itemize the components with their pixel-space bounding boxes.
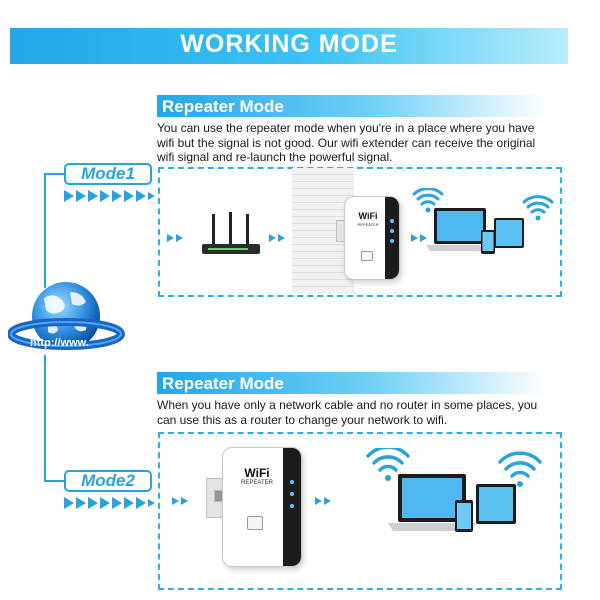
connector-line-mode1 bbox=[44, 173, 66, 288]
section2-banner bbox=[157, 372, 547, 394]
smartphone-icon bbox=[455, 500, 473, 532]
mode1-inner-arrows-c bbox=[411, 234, 427, 242]
globe-label: http://www. bbox=[30, 337, 89, 349]
wifi-signal-icon bbox=[412, 188, 444, 213]
wifi-signal-icon bbox=[522, 195, 554, 221]
section2-desc-line: When you have only a network cable and n… bbox=[157, 398, 538, 412]
mode1-label: Mode1 bbox=[64, 163, 152, 185]
smartphone-icon bbox=[481, 230, 495, 254]
wps-button bbox=[361, 251, 373, 261]
extender-brand: WiFi bbox=[244, 466, 270, 480]
section1-title: Repeater Mode bbox=[162, 97, 284, 116]
section2-title: Repeater Mode bbox=[162, 374, 284, 393]
extender-brand: WiFi bbox=[358, 211, 378, 221]
mode2-inner-arrows-b bbox=[315, 497, 331, 505]
section1-description: You can use the repeater mode when you'r… bbox=[157, 121, 562, 165]
extender-model: REPEATER bbox=[241, 480, 273, 486]
section1-desc-line: You can use the repeater mode when you'r… bbox=[157, 121, 535, 135]
extender-model: REPEATER bbox=[357, 222, 379, 227]
section1-desc-line: wifi signal and re-launch the powerful s… bbox=[157, 150, 393, 164]
section1-desc-line: wifi but the signal is not good. Our wif… bbox=[157, 135, 536, 150]
laptop-icon bbox=[426, 208, 494, 251]
connector-line-mode2 bbox=[44, 355, 66, 482]
devices-group-2 bbox=[366, 448, 542, 532]
tablet-icon bbox=[476, 484, 516, 524]
laptop-icon bbox=[388, 474, 476, 531]
wifi-signal-icon bbox=[498, 451, 542, 487]
wifi-signal-icon bbox=[366, 448, 410, 481]
page-title: WORKING MODE bbox=[180, 30, 398, 58]
section1-banner bbox=[157, 95, 547, 117]
wifi-extender-icon: WiFi REPEATER bbox=[344, 196, 400, 280]
mode1-diagram-box bbox=[158, 167, 562, 297]
devices-group-1 bbox=[412, 188, 554, 254]
mode1-inner-arrows-b bbox=[269, 234, 285, 242]
mode2-inner-arrows-a bbox=[172, 497, 188, 505]
section2-desc-line: can use this as a router to change your … bbox=[157, 412, 448, 427]
wifi-extender-icon: WiFi REPEATER bbox=[222, 447, 302, 567]
section2-description: When you have only a network cable and n… bbox=[157, 398, 562, 427]
header-banner bbox=[10, 28, 568, 64]
mode2-diagram-box bbox=[158, 432, 562, 590]
wps-button bbox=[247, 516, 263, 530]
router-icon bbox=[202, 212, 260, 254]
svg-text:http://www.: http://www. bbox=[30, 337, 89, 349]
mode1-inner-arrows-a bbox=[167, 234, 183, 242]
mode2-label: Mode2 bbox=[64, 470, 152, 492]
mode1-arrows bbox=[64, 190, 155, 202]
tablet-icon bbox=[494, 218, 524, 248]
mode2-arrows bbox=[64, 497, 155, 509]
globe-icon: http://www. bbox=[8, 282, 125, 350]
